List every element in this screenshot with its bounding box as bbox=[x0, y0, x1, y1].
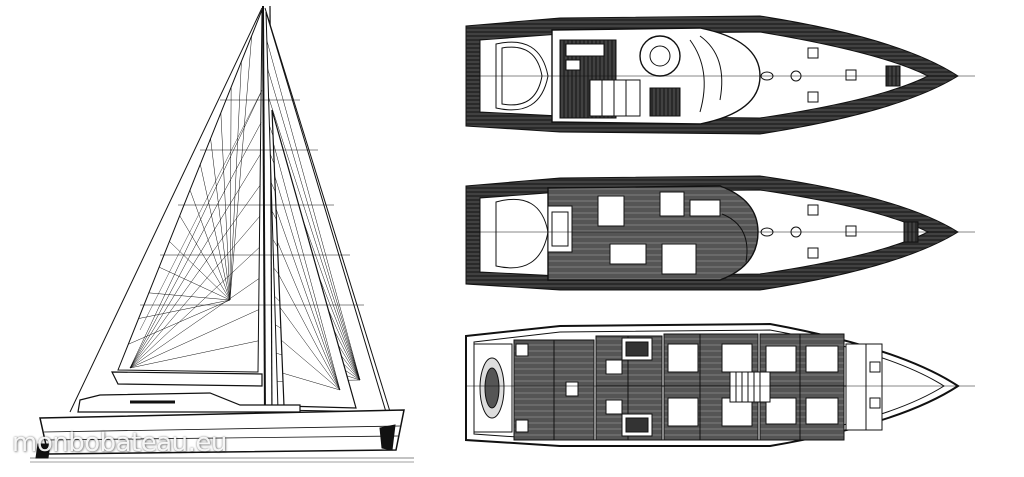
sail-seam bbox=[229, 35, 252, 301]
upper-deck-plan bbox=[465, 15, 975, 135]
sail-seam bbox=[129, 278, 260, 369]
sail-seam bbox=[282, 372, 341, 391]
sail-plan bbox=[30, 5, 414, 463]
sail-seam bbox=[138, 299, 231, 319]
sail-seam bbox=[169, 241, 231, 301]
stairs bbox=[729, 371, 771, 403]
sail-seam bbox=[278, 274, 341, 391]
sail-seam bbox=[200, 164, 231, 301]
sail-seam bbox=[281, 340, 341, 391]
main-deck-plan bbox=[465, 175, 975, 291]
boom bbox=[111, 371, 263, 387]
sail-seam bbox=[129, 247, 260, 369]
sail-seam bbox=[159, 266, 231, 301]
sail-seam bbox=[179, 215, 231, 301]
sail-seam bbox=[277, 241, 341, 391]
sail-seam bbox=[129, 184, 261, 369]
sail-seam bbox=[268, 97, 361, 381]
sail-seam bbox=[129, 340, 259, 369]
sail-seam bbox=[279, 307, 341, 391]
lower-deck-plan bbox=[465, 322, 975, 447]
staysail bbox=[271, 109, 357, 409]
sail-seam bbox=[275, 208, 341, 391]
sail-seam bbox=[129, 153, 262, 369]
backstay bbox=[69, 7, 263, 413]
sail-seam bbox=[189, 189, 231, 301]
sail-seam bbox=[129, 309, 259, 369]
saloon bbox=[547, 185, 759, 281]
sail-seam bbox=[273, 142, 341, 391]
forestay bbox=[264, 7, 393, 419]
sail-seam bbox=[267, 68, 361, 381]
mainsail bbox=[117, 9, 263, 373]
sail-seam bbox=[129, 122, 262, 369]
sail-seam bbox=[220, 112, 231, 301]
sail-seam bbox=[210, 138, 231, 301]
sail-seam bbox=[229, 87, 232, 301]
watermark: monbobateau.eu bbox=[12, 428, 227, 458]
sail-seam bbox=[129, 91, 262, 369]
sail-seam bbox=[266, 40, 361, 381]
mast bbox=[262, 5, 266, 423]
sail-seam bbox=[274, 175, 341, 391]
sail-seam bbox=[148, 292, 231, 301]
hull-profile bbox=[39, 409, 405, 455]
superstructure bbox=[77, 392, 301, 413]
sail-seam bbox=[129, 215, 261, 369]
sail-seam bbox=[229, 61, 242, 301]
